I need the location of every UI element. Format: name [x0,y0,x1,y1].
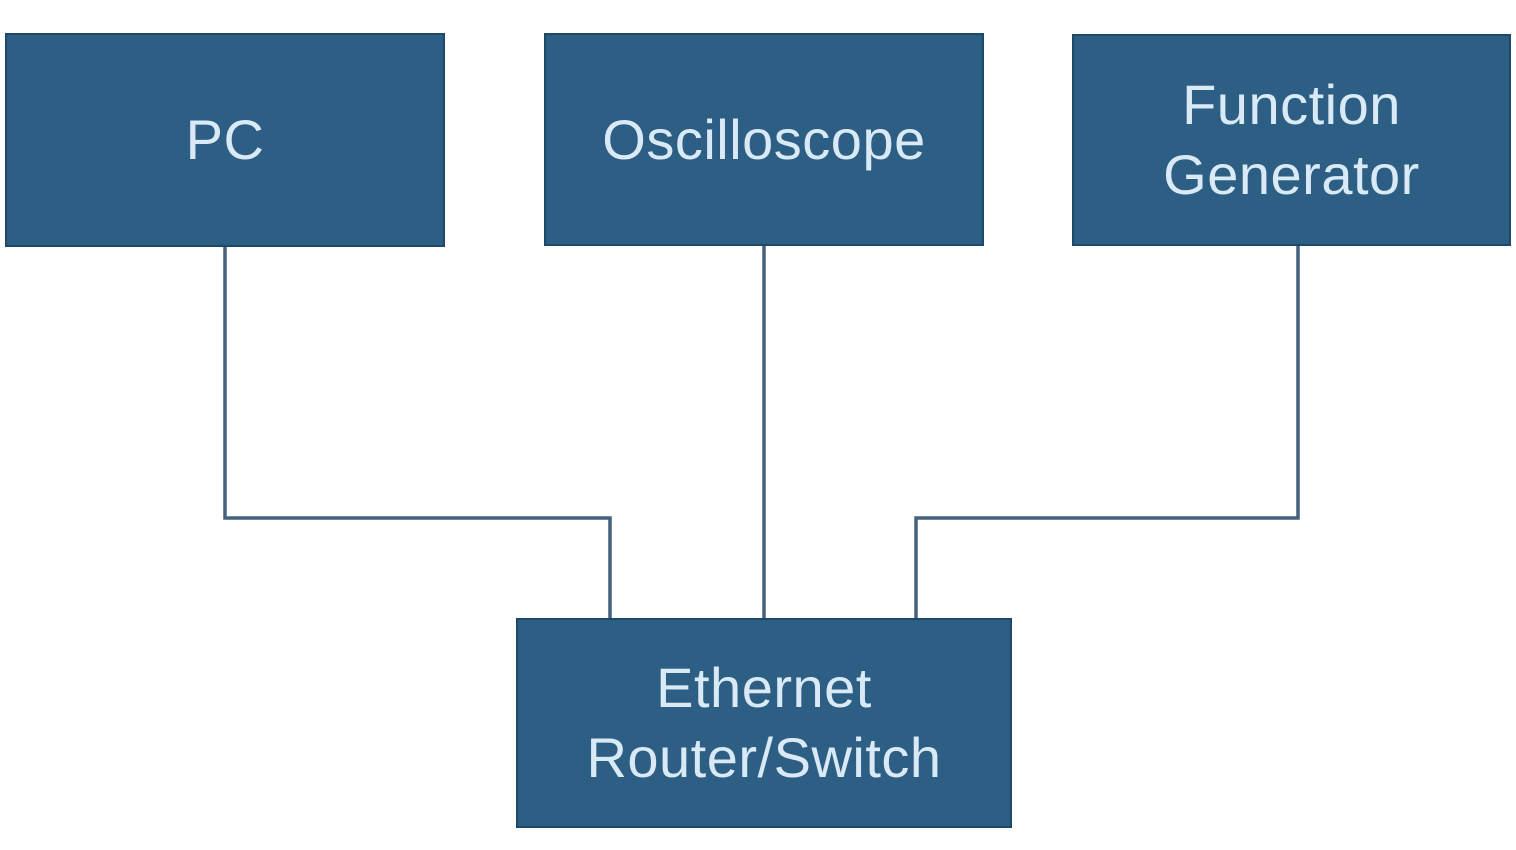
node-function-generator: Function Generator [1072,34,1511,246]
edge-function-generator-to-router [914,246,1300,620]
node-oscilloscope: Oscilloscope [544,33,984,246]
edge-pc-to-router [223,247,612,620]
node-pc: PC [5,33,445,247]
node-ethernet-router-switch-label: Ethernet Router/Switch [586,656,942,789]
node-pc-label: PC [185,108,265,171]
node-ethernet-router-switch: Ethernet Router/Switch [516,618,1012,828]
node-function-generator-label: Function Generator [1163,73,1420,206]
node-oscilloscope-label: Oscilloscope [602,107,926,171]
